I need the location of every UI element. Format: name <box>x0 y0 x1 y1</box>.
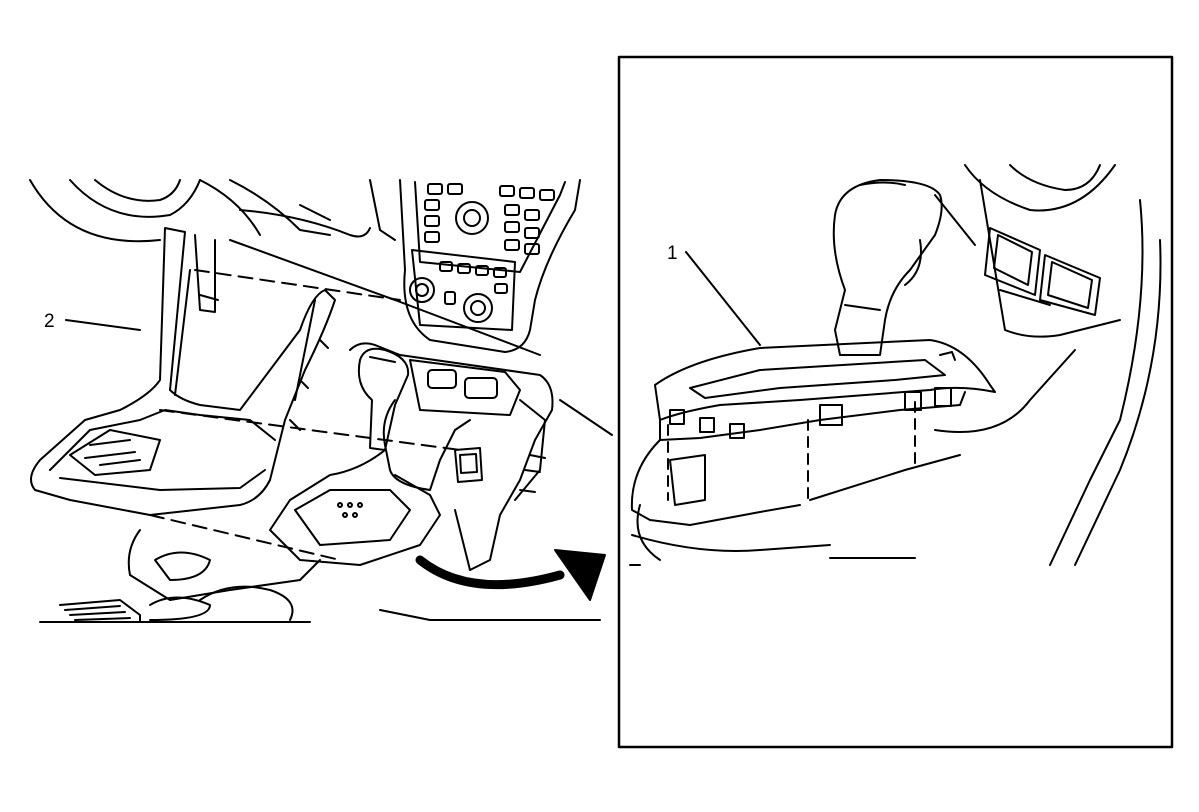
alignment-lines <box>149 269 461 561</box>
steering-wheel <box>29 179 396 243</box>
console-body <box>629 439 961 566</box>
dashboard-edge <box>229 239 613 436</box>
right-panel-illustration <box>629 164 1162 566</box>
left-panel-illustration <box>29 179 613 623</box>
cup-holder <box>59 529 321 623</box>
center-console <box>349 342 554 571</box>
switch-bank <box>984 227 1101 316</box>
shift-console-trim-panel <box>30 227 336 516</box>
callout-1-label: 1 <box>667 243 678 264</box>
radio-control-panel <box>399 179 581 353</box>
shift-lever-knob <box>832 179 943 356</box>
detail-frame <box>617 55 1174 749</box>
shift-lever <box>269 347 441 566</box>
bezel-alignment-lines <box>667 401 916 501</box>
floor-line <box>39 609 601 623</box>
callout-2-leader <box>65 319 141 331</box>
shift-indicator-bezel <box>654 339 996 441</box>
console-pillar <box>194 234 219 313</box>
callout-2-label: 2 <box>44 311 55 332</box>
removal-direction-arrow <box>415 549 606 601</box>
callout-1-leader <box>685 251 761 346</box>
